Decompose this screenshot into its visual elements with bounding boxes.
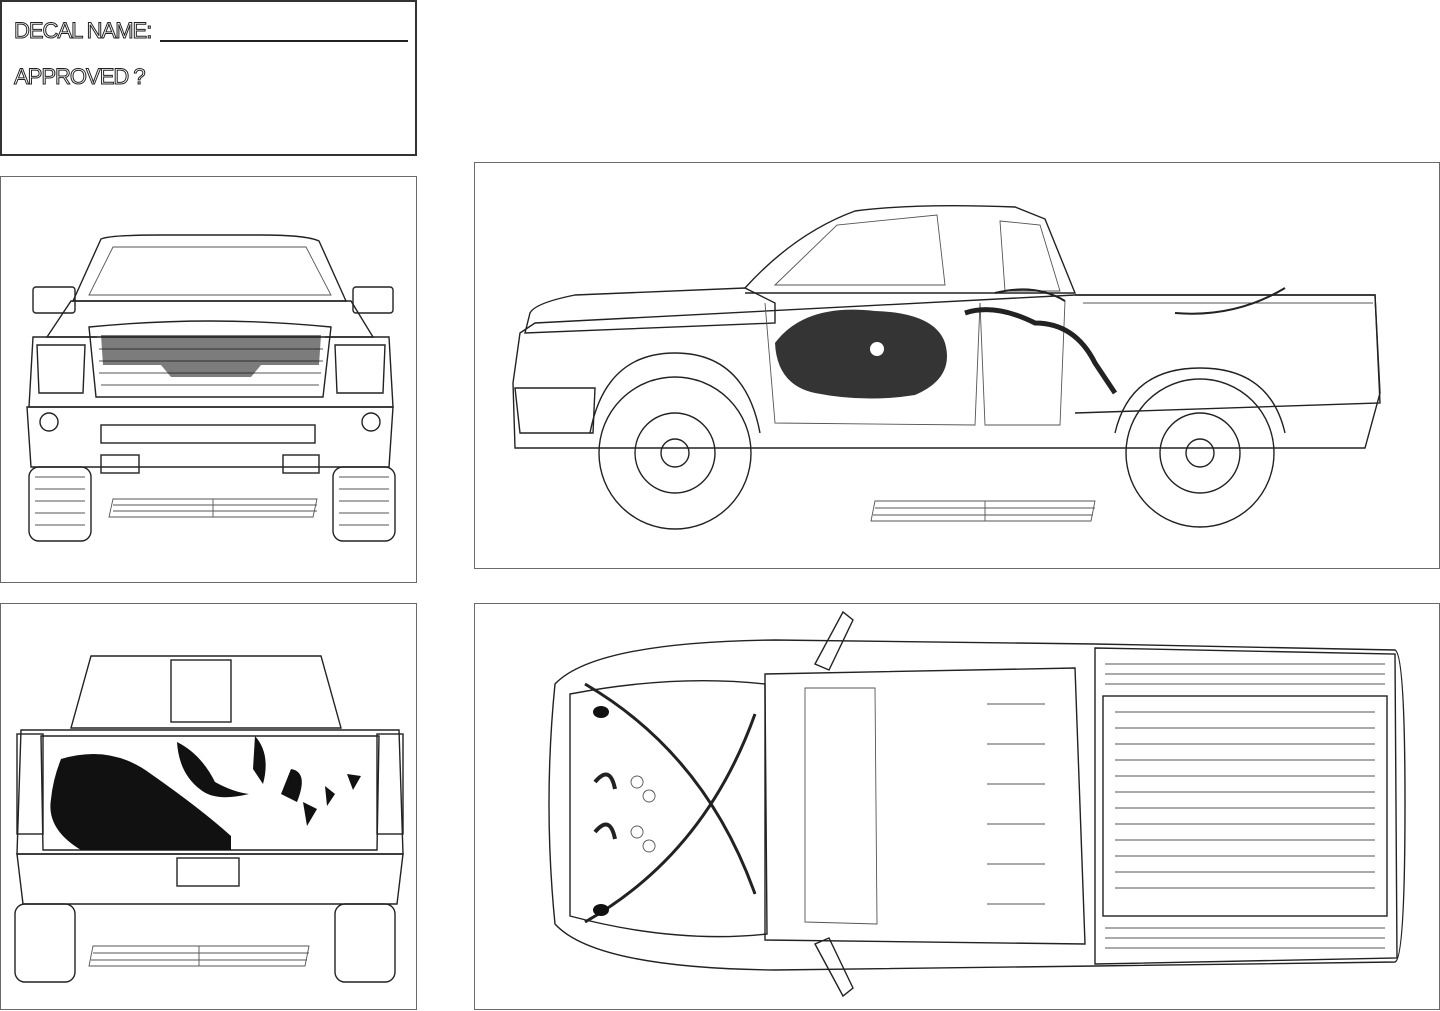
side-view-drawing [512,204,1381,530]
side-view-panel [474,162,1440,569]
decal-name-line [160,40,408,42]
decal-info-box: DECAL NAME: APPROVED ? [0,0,417,156]
rear-view-drawing [14,655,404,983]
front-view-drawing [26,234,396,542]
decal-name-label: DECAL NAME: [13,18,152,44]
rear-view-panel [0,603,417,1010]
approved-label: APPROVED ? [14,64,147,90]
front-view-panel [0,176,417,583]
top-view-panel [474,603,1440,1010]
top-view-drawing [548,610,1406,998]
